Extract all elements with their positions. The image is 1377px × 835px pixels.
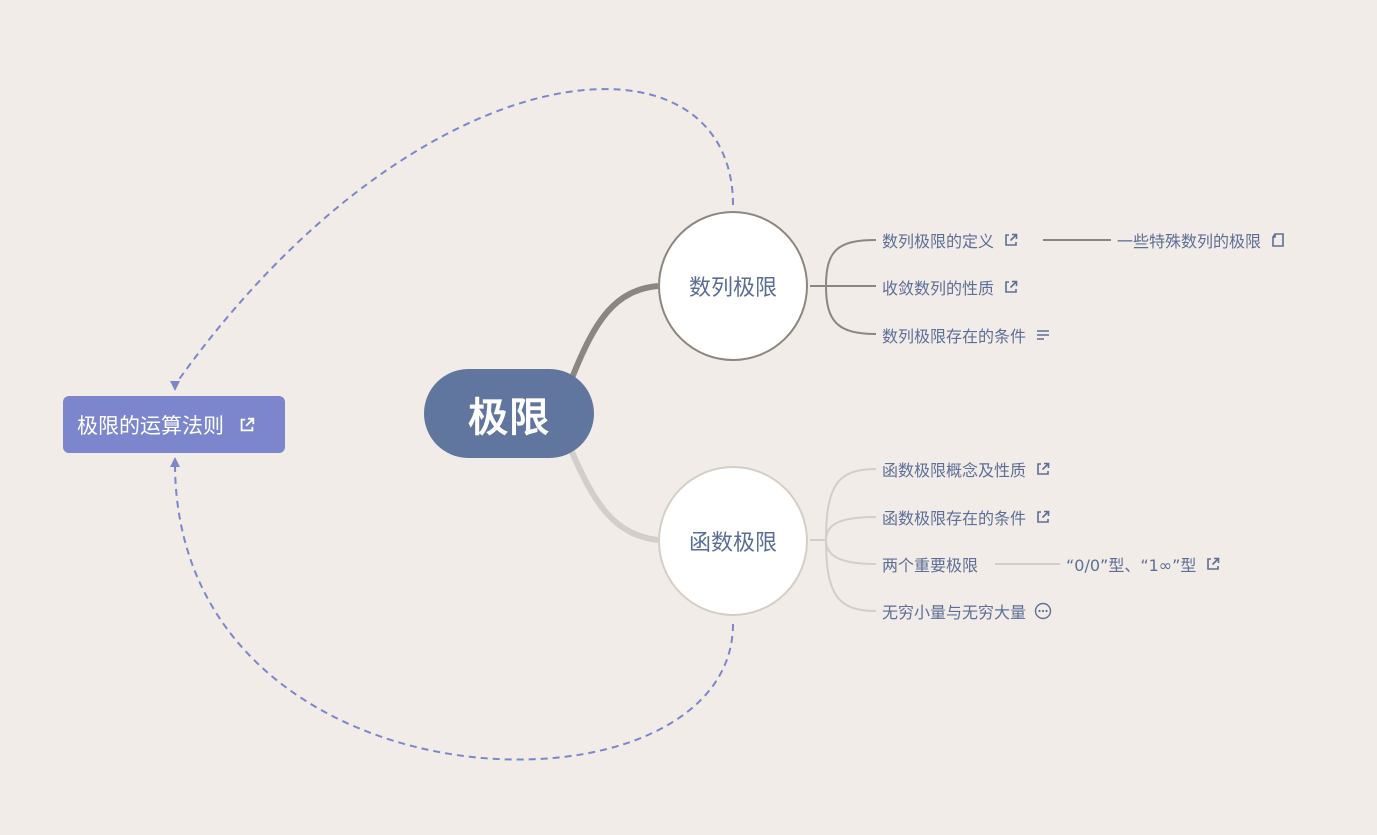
subtopic-label: 无穷小量与无穷大量: [882, 603, 1027, 622]
subtopic-convergent-sequence-properties[interactable]: 收敛数列的性质: [882, 275, 1020, 299]
subtopic-label: 函数极限概念及性质: [882, 461, 1027, 480]
external-link-icon[interactable]: [1034, 460, 1052, 478]
subtopic-label: 数列极限存在的条件: [882, 327, 1027, 346]
leaf-line-1: [825, 239, 877, 287]
branch-line-function: [569, 450, 659, 543]
external-link-icon[interactable]: [1002, 231, 1020, 249]
subtopic-label: 收敛数列的性质: [882, 279, 995, 298]
subtopic-label: 函数极限存在的条件: [882, 509, 1027, 528]
leaf-line-5: [825, 516, 877, 541]
leaf-line-7: [825, 539, 877, 612]
relationship-line-bottom: [174, 462, 734, 761]
leaf-line-3: [825, 285, 877, 335]
main-topic-label: 数列极限: [688, 276, 777, 301]
subtopic-two-important-limits[interactable]: 两个重要极限: [882, 552, 978, 576]
main-topic-function-limit[interactable]: 函数极限: [658, 466, 808, 616]
central-topic[interactable]: 极限: [424, 369, 594, 458]
subtopic-sequence-limit-conditions[interactable]: 数列极限存在的条件: [882, 323, 1052, 347]
central-topic-label: 极限: [468, 394, 550, 441]
relationship-arrow-top: [170, 381, 180, 391]
subtopic-label: “0/0”型、“1∞”型: [1066, 556, 1197, 575]
subtopic-function-limit-conditions[interactable]: 函数极限存在的条件: [882, 505, 1052, 529]
leaf-line-4: [825, 468, 877, 541]
subtopic-infinitesimal-infinity[interactable]: 无穷小量与无穷大量: [882, 599, 1052, 623]
main-topic-sequence-limit[interactable]: 数列极限: [658, 211, 808, 361]
external-link-icon[interactable]: [1204, 555, 1222, 573]
relationship-line-top: [174, 88, 734, 386]
note-icon[interactable]: [1269, 231, 1287, 249]
relationship-arrow-bottom: [170, 457, 180, 467]
floating-topic[interactable]: 极限的运算法则: [63, 396, 285, 453]
subtopic-label: 数列极限的定义: [882, 232, 995, 251]
notes-lines-icon[interactable]: [1034, 326, 1052, 344]
floating-topic-label: 极限的运算法则: [77, 413, 224, 438]
subtopic-label: 一些特殊数列的极限: [1117, 232, 1262, 251]
leaf-line-6: [825, 539, 877, 565]
subtopic-label: 两个重要极限: [882, 556, 979, 575]
subtopic-sequence-definition[interactable]: 数列极限的定义: [882, 228, 1020, 252]
subtopic-function-limit-concept[interactable]: 函数极限概念及性质: [882, 457, 1052, 481]
branch-line-sequence: [569, 283, 659, 380]
more-icon[interactable]: [1034, 602, 1052, 620]
external-link-icon[interactable]: [1002, 278, 1020, 296]
external-link-icon[interactable]: [1034, 508, 1052, 526]
external-link-icon[interactable]: [238, 416, 256, 434]
subtopic-special-sequence-limits[interactable]: 一些特殊数列的极限: [1117, 228, 1287, 252]
subtopic-indeterminate-forms[interactable]: “0/0”型、“1∞”型: [1066, 552, 1222, 576]
main-topic-label: 函数极限: [688, 531, 777, 556]
